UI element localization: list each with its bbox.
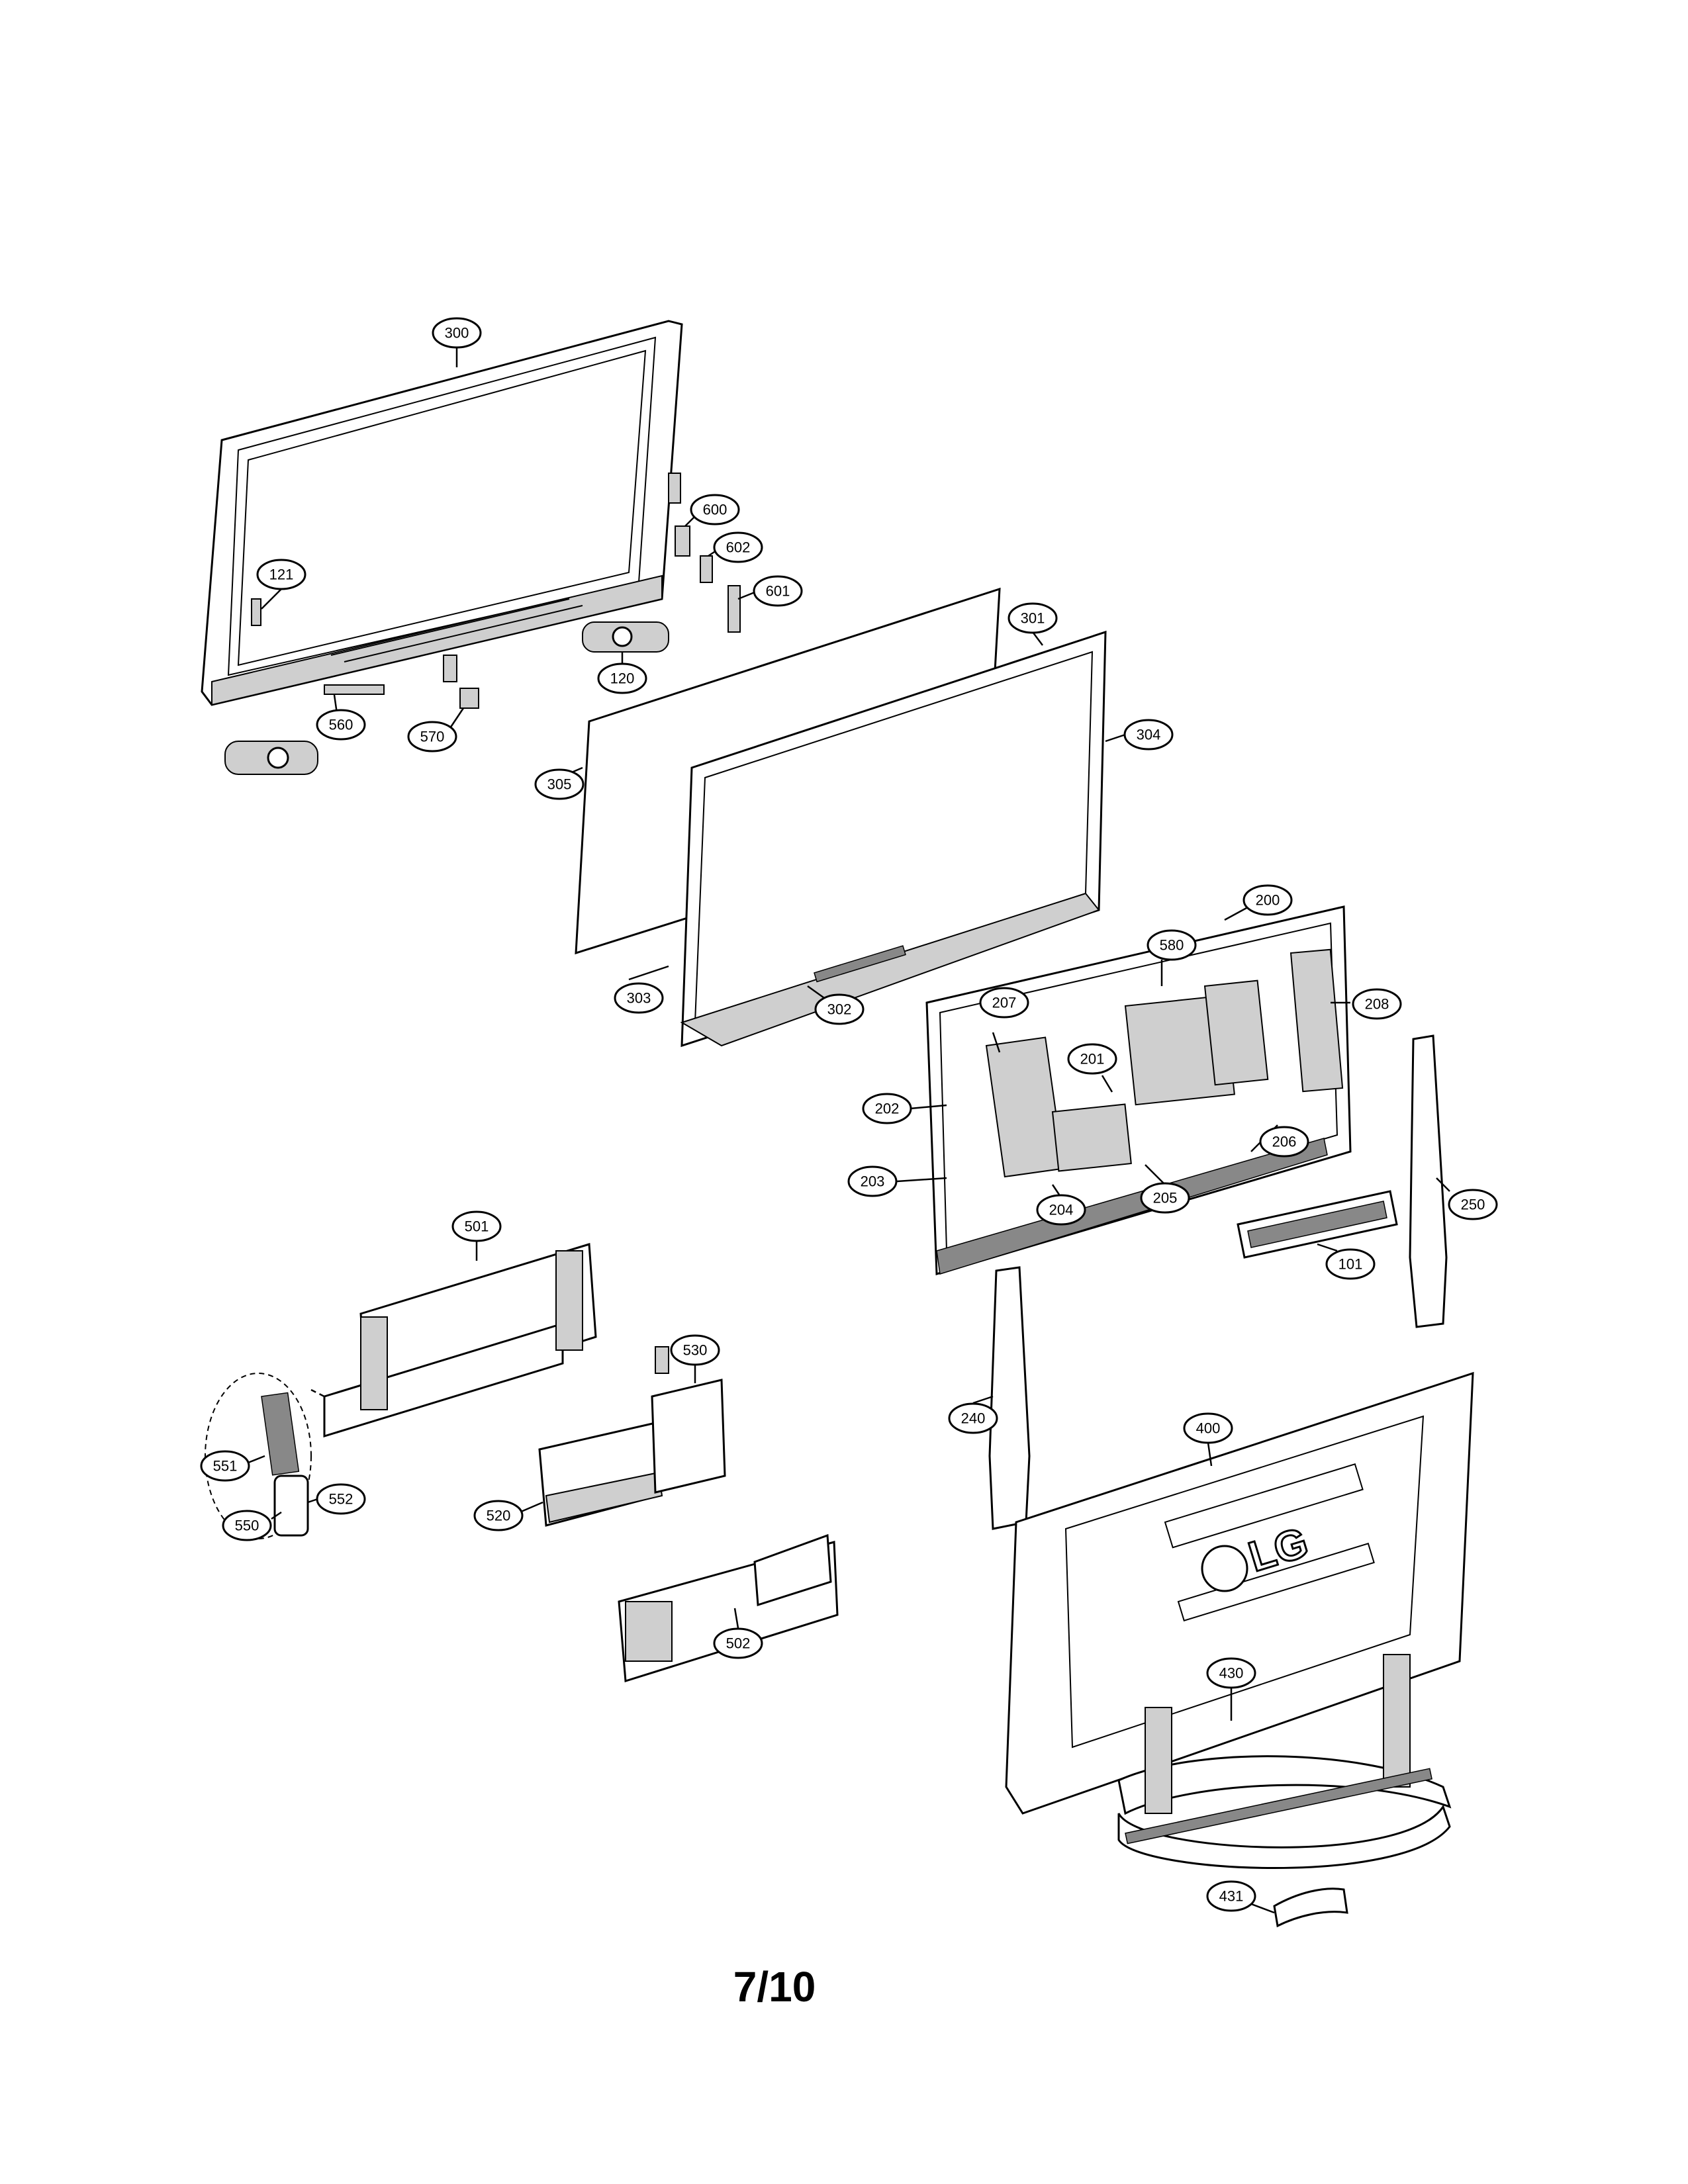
side-bracket-240 — [988, 1266, 1031, 1530]
svg-text:303: 303 — [627, 990, 651, 1007]
callout-550: 550 — [222, 1510, 272, 1541]
svg-text:250: 250 — [1461, 1197, 1485, 1213]
callout-206: 206 — [1259, 1126, 1309, 1158]
svg-text:551: 551 — [213, 1458, 238, 1475]
callout-530: 530 — [670, 1334, 720, 1366]
svg-text:580: 580 — [1160, 937, 1184, 954]
svg-text:501: 501 — [465, 1218, 489, 1235]
callout-520: 520 — [473, 1500, 524, 1531]
callout-302: 302 — [814, 993, 865, 1025]
callout-551: 551 — [200, 1450, 250, 1482]
callout-207: 207 — [979, 987, 1029, 1019]
svg-text:200: 200 — [1256, 892, 1280, 909]
back-cover-400: LG — [1005, 1371, 1474, 1815]
bezel-brackets — [251, 473, 741, 709]
callout-204: 204 — [1036, 1194, 1086, 1226]
callout-602: 602 — [713, 531, 763, 563]
vent-assembly-101 — [1237, 1190, 1398, 1259]
callout-560: 560 — [316, 709, 366, 741]
svg-text:400: 400 — [1196, 1420, 1221, 1437]
callout-250: 250 — [1448, 1189, 1498, 1220]
callout-570: 570 — [407, 721, 457, 752]
side-bracket-250 — [1409, 1034, 1448, 1328]
callout-552: 552 — [316, 1483, 366, 1515]
callout-600: 600 — [690, 494, 740, 525]
svg-text:431: 431 — [1219, 1888, 1244, 1905]
svg-text:560: 560 — [329, 717, 353, 733]
svg-text:206: 206 — [1272, 1134, 1297, 1150]
callout-240: 240 — [948, 1402, 998, 1434]
callout-121: 121 — [256, 559, 306, 590]
callout-431: 431 — [1206, 1880, 1256, 1912]
callout-304: 304 — [1123, 719, 1174, 751]
svg-text:601: 601 — [766, 583, 790, 600]
callout-201: 201 — [1067, 1043, 1117, 1075]
svg-text:203: 203 — [861, 1173, 885, 1190]
svg-text:552: 552 — [329, 1491, 353, 1508]
svg-text:305: 305 — [547, 776, 572, 793]
front-bezel-300 — [201, 320, 683, 706]
svg-text:101: 101 — [1338, 1256, 1363, 1273]
stand-430 — [1117, 1654, 1452, 1869]
callout-208: 208 — [1352, 988, 1402, 1020]
callout-305: 305 — [534, 768, 585, 800]
svg-text:430: 430 — [1219, 1665, 1244, 1682]
callout-400: 400 — [1183, 1412, 1233, 1444]
main-chassis-200 — [925, 905, 1352, 1275]
callout-205: 205 — [1140, 1182, 1190, 1214]
svg-text:550: 550 — [235, 1518, 259, 1534]
callout-501: 501 — [451, 1210, 502, 1242]
callout-601: 601 — [753, 575, 803, 607]
svg-text:240: 240 — [961, 1410, 986, 1427]
stand-cover-431 — [1273, 1888, 1348, 1928]
leader-lines — [248, 347, 1450, 1914]
callout-301: 301 — [1008, 602, 1058, 634]
svg-text:204: 204 — [1049, 1202, 1074, 1218]
svg-text:121: 121 — [269, 567, 294, 583]
callout-300: 300 — [432, 317, 482, 349]
svg-text:502: 502 — [726, 1635, 751, 1652]
speaker-left — [224, 741, 318, 775]
svg-text:300: 300 — [445, 325, 469, 341]
svg-text:530: 530 — [683, 1342, 708, 1359]
svg-text:301: 301 — [1021, 610, 1045, 627]
svg-text:208: 208 — [1365, 996, 1389, 1013]
svg-text:302: 302 — [827, 1001, 852, 1018]
callout-303: 303 — [614, 982, 664, 1014]
svg-text:304: 304 — [1137, 727, 1161, 743]
board-530 — [651, 1346, 726, 1494]
callout-120: 120 — [597, 662, 647, 694]
page-number: 7/10 — [733, 1963, 816, 2011]
svg-text:207: 207 — [992, 995, 1017, 1011]
panel-frame-301 — [680, 630, 1107, 1048]
svg-text:600: 600 — [703, 502, 727, 518]
detail-circle — [205, 1373, 325, 1539]
terminal-bracket-501 — [323, 1243, 597, 1438]
callout-203: 203 — [847, 1165, 898, 1197]
callout-200: 200 — [1243, 884, 1293, 916]
svg-text:205: 205 — [1153, 1190, 1178, 1206]
svg-text:602: 602 — [726, 539, 751, 556]
svg-text:520: 520 — [487, 1508, 511, 1524]
callout-580: 580 — [1147, 929, 1197, 961]
callout-202: 202 — [862, 1093, 912, 1124]
callout-502: 502 — [713, 1627, 763, 1659]
callout-430: 430 — [1206, 1657, 1256, 1689]
callout-101: 101 — [1325, 1248, 1376, 1280]
main-board-520 — [538, 1422, 663, 1527]
speaker-120 — [582, 621, 669, 653]
svg-text:202: 202 — [875, 1101, 900, 1117]
svg-text:120: 120 — [610, 670, 635, 687]
svg-text:201: 201 — [1080, 1051, 1105, 1068]
svg-text:570: 570 — [420, 729, 445, 745]
board-502 — [618, 1533, 839, 1682]
